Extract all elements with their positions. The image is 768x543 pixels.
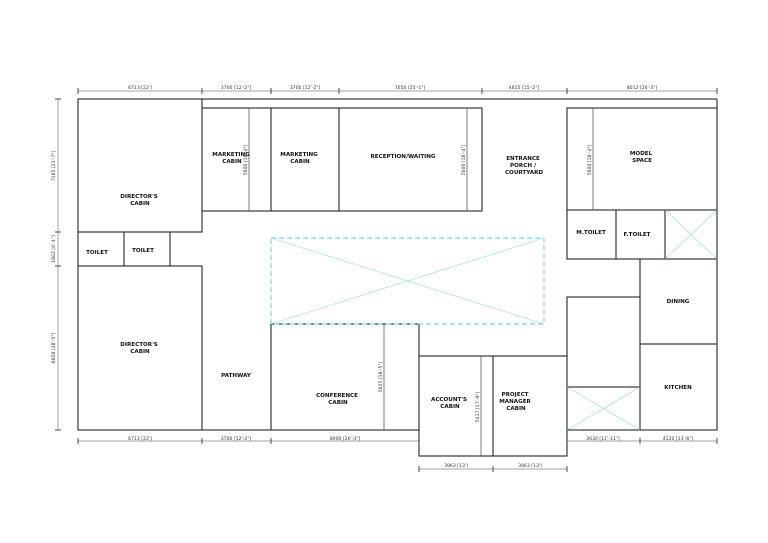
dimension-text: 5625 [18'-5"] — [378, 362, 384, 393]
dimension-text: 8012 [26'-3"] — [627, 85, 658, 91]
courtyard-cross — [270, 237, 545, 325]
marketing-cabin-2-label: MARKETING CABIN — [280, 152, 319, 165]
dimension-text: 3963 [13'] — [518, 463, 542, 469]
f-toilet-label: F.TOILET — [624, 232, 651, 238]
dimension-text: 1862 [6'-1"] — [51, 235, 57, 263]
dimension-text: 5417 [17'-9"] — [475, 392, 481, 423]
internal-dimensions: 5600 [18'-4"] 5600 [18'-4"] 5600 [18'-4"… — [243, 107, 595, 457]
shaft-cross — [566, 386, 641, 431]
dimension-text: 6713 [22'] — [128, 436, 152, 442]
dimension-text: 8000 [26'-3"] — [330, 436, 361, 442]
room-labels: DIRECTOR'S CABIN TOILET TOILET DIRECTOR'… — [86, 151, 692, 412]
reception-wall — [338, 107, 483, 212]
kitchen-label: KITCHEN — [664, 385, 692, 391]
directors-cabin-2-wall — [77, 265, 203, 431]
dimension-text: 6713 [22'] — [128, 85, 152, 91]
m-toilet-label: M.TOILET — [576, 230, 606, 236]
dimension-text: 5600 [18'-4"] — [587, 145, 593, 176]
dimension-text: 5600 [18'-4"] — [243, 145, 249, 176]
directors-cabin-2-label: DIRECTOR'S CABIN — [120, 342, 160, 355]
walls — [77, 98, 718, 457]
dimension-text: 3700 [12'-2"] — [290, 85, 321, 91]
conference-label: CONFERENCE CABIN — [316, 393, 360, 406]
wall-segment — [566, 296, 640, 430]
dimension-text: 3963 [13'] — [444, 463, 468, 469]
dimension-text: 5600 [18'-4"] — [461, 145, 467, 176]
dimension-text: 3630 [11'-11"] — [586, 436, 620, 442]
dimension-text: 3700 [12'-2"] — [221, 85, 252, 91]
conference-wall — [270, 323, 420, 431]
dimension-text: 7650 [25'-1"] — [395, 85, 426, 91]
dimension-text: 3700 [12'-2"] — [221, 436, 252, 442]
project-manager-wall — [492, 355, 568, 457]
toilet-1-wall — [77, 231, 125, 267]
project-manager-label: PROJECT MANAGER CABIN — [499, 392, 533, 412]
reception-label: RECEPTION/WAITING — [370, 154, 435, 160]
shaft-cross — [664, 209, 718, 260]
directors-cabin-1-label: DIRECTOR'S CABIN — [120, 194, 160, 207]
left-dimensions: 7185 [23'-7"] 1862 [6'-1"] 8658 [28'-5"] — [51, 98, 61, 431]
dimension-text: 8658 [28'-5"] — [51, 333, 57, 364]
dimension-text: 4615 [15'-2"] — [509, 85, 540, 91]
courtyard — [270, 237, 545, 325]
accounts-label: ACCOUNT'S CABIN — [431, 397, 469, 410]
toilet-2-label: TOILET — [132, 248, 154, 254]
model-space-label: MODEL SPACE — [630, 151, 654, 164]
bottom-dimensions: 6713 [22'] 3700 [12'-2"] 8000 [26'-3"] 3… — [77, 436, 718, 472]
dimension-text: 4120 [13'-6"] — [663, 436, 694, 442]
entrance-label: ENTRANCE PORCH / COURTYARD — [505, 156, 543, 176]
marketing-cabin-1-label: MARKETING CABIN — [212, 152, 251, 165]
courtyard-outline — [270, 237, 545, 325]
pathway-label: PATHWAY — [221, 373, 252, 379]
dining-label: DINING — [667, 299, 690, 305]
shaft-top — [664, 209, 718, 260]
dimension-text: 7185 [23'-7"] — [51, 151, 57, 182]
shaft-bottom — [566, 386, 641, 431]
top-dimensions: 6713 [22'] 3700 [12'-2"] 3700 [12'-2"] 7… — [77, 85, 718, 94]
toilet-1-label: TOILET — [86, 250, 108, 256]
directors-cabin-1-wall — [77, 98, 203, 233]
